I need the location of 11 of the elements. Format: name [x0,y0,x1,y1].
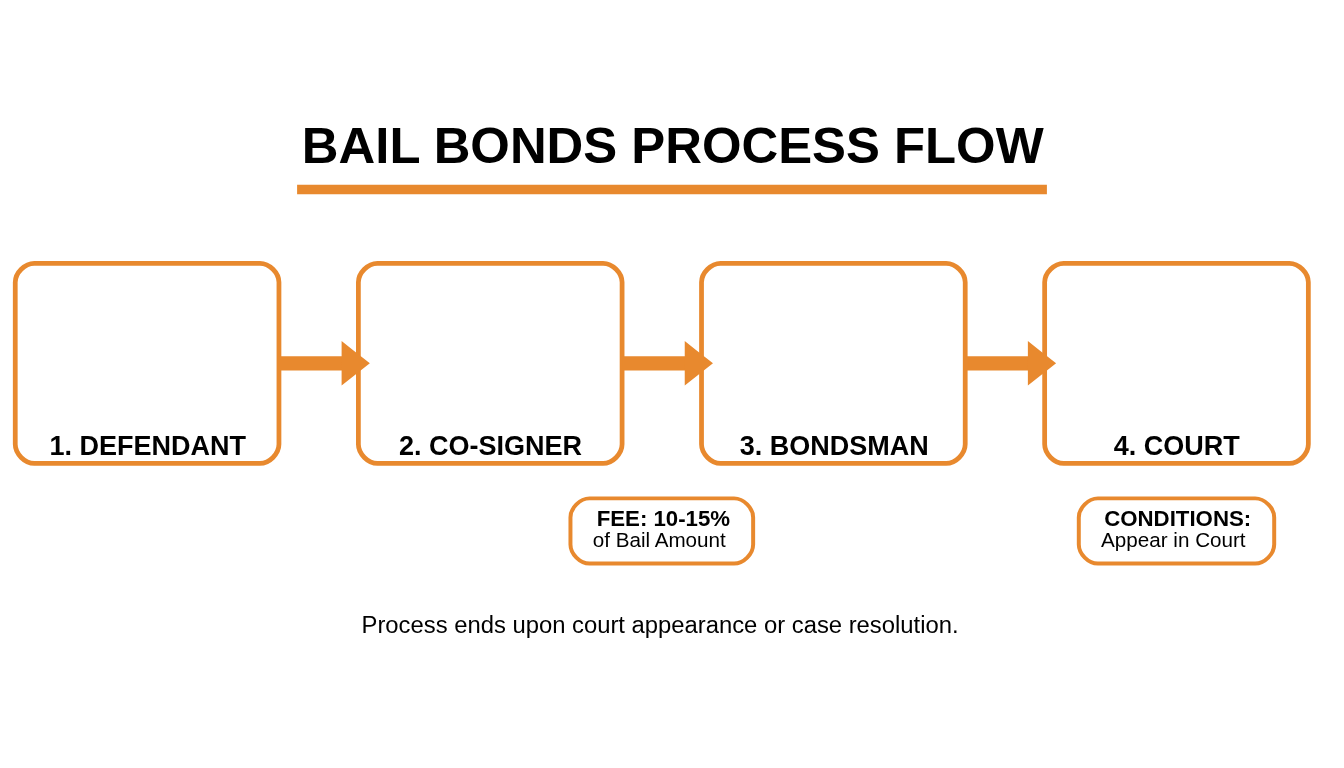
diagram-title: BAIL BONDS PROCESS FLOW [301,117,1044,175]
arrow [279,341,370,386]
node-box: 4. COURT [1042,260,1311,466]
node-box: CONDITIONS: Appear in Court [1076,496,1277,566]
node-box: FEE: 10-15% of Bail Amount [568,496,756,566]
node-box: 3. BONDSMAN [699,260,968,466]
arrow [622,341,713,386]
arrow [965,341,1057,386]
caption: Process ends upon court appearance or case resolution. [361,610,959,638]
node-box: 2. CO-SIGNER [356,260,625,466]
node-box: 1. DEFENDANT [12,260,282,466]
